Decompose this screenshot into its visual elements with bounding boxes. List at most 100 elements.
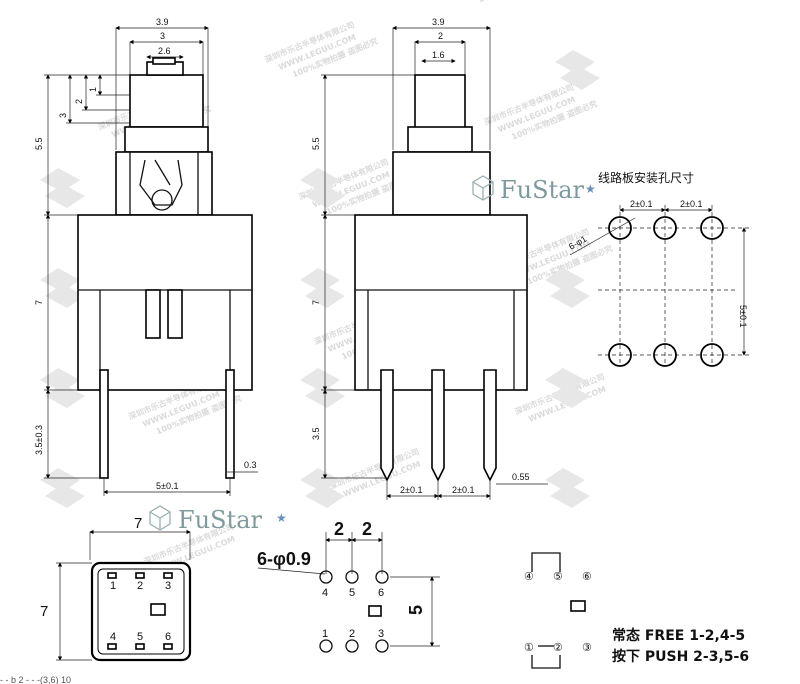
plunger-neck [124, 126, 209, 153]
watermark-logo [545, 468, 590, 508]
watermark-logo [300, 368, 345, 408]
leader-line [257, 567, 326, 575]
plunger-neck [407, 126, 473, 153]
brand-logo-2: FuStar ★ [149, 505, 287, 534]
center-mark [368, 605, 382, 617]
hole-spec: 6-φ0.9 [257, 549, 311, 569]
pcb-hole [608, 343, 632, 367]
dim-label-pitch: 2±0.1 [630, 199, 652, 209]
watermark-logo [545, 268, 590, 308]
top-body-outline [90, 561, 192, 662]
pin [431, 369, 445, 482]
dim-label-row-gap: 5 [406, 605, 426, 615]
pin-label: 2 [137, 580, 143, 592]
body-slot [145, 289, 161, 339]
dim-label-height-body: 7 [34, 300, 44, 305]
pin-label: 3 [378, 628, 384, 640]
terminal-label: ① [524, 642, 534, 654]
contact-link-bottom [531, 655, 561, 669]
latch-mechanism [139, 159, 183, 206]
footprint-hole [319, 570, 333, 584]
pin-label: 4 [110, 631, 116, 643]
pcb-hole [608, 216, 632, 240]
footer-caption: - - b 2 - - -(3,6) 10 [0, 675, 71, 684]
watermark-logo [545, 368, 590, 408]
pcb-hole [700, 216, 724, 240]
pin [483, 369, 497, 482]
plunger-cap [129, 74, 204, 128]
pin-label: 5 [137, 631, 143, 643]
dim-label-pitch: 2 [334, 519, 344, 539]
pcb-hole [653, 343, 677, 367]
state-push-text: 按下 PUSH 2-3,5-6 [612, 648, 749, 665]
pin-label: 6 [165, 631, 171, 643]
footprint-hole [345, 639, 359, 653]
dim-label-pitch: 2±0.1 [680, 199, 702, 209]
center-mark [150, 603, 166, 616]
terminal-label: ④ [524, 571, 534, 583]
pin-label: 1 [322, 628, 328, 640]
pin-label: 2 [349, 628, 355, 640]
star-icon: ★ [276, 511, 287, 525]
pin-pad [107, 643, 117, 650]
pin-pad [107, 572, 117, 579]
watermark-logo [40, 468, 85, 508]
contact-link-top [531, 552, 561, 572]
dim-label-1: 1 [88, 87, 98, 92]
watermark-logo [555, 50, 600, 90]
watermark-text: 100%实物拍摄 盗图必究 [476, 0, 565, 4]
dim-label-3: 3 [58, 113, 68, 118]
pin [380, 369, 394, 482]
dim-label-row-gap: 5±0.1 [738, 305, 748, 327]
cube-icon [149, 505, 171, 531]
dim-label-2: 2 [74, 99, 84, 104]
top-body-inner [97, 568, 185, 655]
watermark-logo [40, 368, 85, 408]
switch-body [354, 214, 528, 391]
center-mark [570, 600, 586, 612]
dim-label-cap-width: 1.6 [432, 50, 445, 60]
cube-icon [472, 175, 494, 201]
brand-name: FuStar [500, 176, 585, 204]
terminal-label: ⑥ [582, 571, 592, 583]
pin-right [225, 369, 235, 479]
pin-label: 3 [165, 580, 171, 592]
body-slot [167, 289, 183, 339]
brand-logo-1: FuStar ★ [472, 175, 596, 204]
dim-label-width: 7 [134, 515, 142, 532]
front-view: 3.9 3 2.6 5.5 3 2 1 7 3.5±0.3 [34, 17, 258, 496]
pcb-hole [700, 343, 724, 367]
dim-label-pin-width: 0.3 [244, 460, 257, 470]
footprint-hole [345, 570, 359, 584]
footprint-hole [319, 639, 333, 653]
pcb-layout-title: 线路板安装孔尺寸 [598, 170, 694, 185]
dim-label-height-body: 7 [311, 300, 321, 305]
dim-label-width-top: 3 [160, 31, 165, 41]
terminal-label: ② [553, 642, 563, 654]
plunger-tip-top [152, 57, 176, 65]
dim-label-pin-gap: 5±0.1 [156, 481, 178, 491]
pin-pad [135, 643, 145, 650]
dim-label-pitch: 2 [362, 519, 372, 539]
state-free-text: 常态 FREE 1-2,4-5 [612, 627, 745, 644]
dim-label-height-upper: 5.5 [34, 137, 44, 150]
pin-label: 6 [378, 587, 384, 599]
pin-pad [163, 643, 173, 650]
watermark-logo [40, 268, 85, 308]
leader-line [569, 217, 636, 256]
dim-label-width-top: 2 [438, 31, 443, 41]
dim-label-pin-gap: 2±0.1 [400, 485, 422, 495]
dim-label-height: 7 [40, 603, 48, 620]
terminal-label: ③ [582, 642, 592, 654]
top-view: 7 7 1 2 3 4 5 6 [40, 515, 192, 662]
star-icon: ★ [585, 182, 596, 196]
dim-label-pin-gap: 2±0.1 [452, 485, 474, 495]
dim-label-pin-width: 0.55 [512, 472, 530, 482]
footprint-hole [375, 639, 389, 653]
dim-label-pin-length: 3.5 [311, 427, 321, 440]
pcb-hole [653, 216, 677, 240]
watermark-logos [40, 50, 600, 508]
pin-left [99, 369, 109, 479]
dim-label-width-total: 3.9 [156, 17, 169, 27]
